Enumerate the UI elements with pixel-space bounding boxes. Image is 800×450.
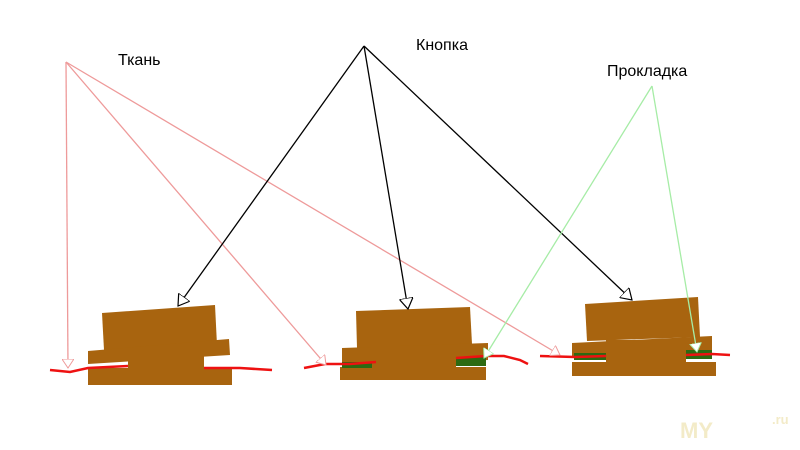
fabric-arrow-2 xyxy=(65,61,326,365)
pad-arrow-1 xyxy=(484,85,653,358)
pad-arrows xyxy=(484,85,697,358)
fabric-line-1 xyxy=(49,364,129,374)
button-arrows xyxy=(178,45,632,309)
watermark-suffix: .ru xyxy=(772,412,789,427)
button-base-1 xyxy=(88,368,232,385)
button-cap-1 xyxy=(102,305,217,350)
fabric-arrow-3 xyxy=(65,61,560,355)
button-stem-3 xyxy=(606,340,686,364)
button-assembly-1 xyxy=(49,305,273,385)
fabric-arrow-1 xyxy=(66,61,68,368)
button-cap-3 xyxy=(585,297,700,341)
button-cap-2 xyxy=(356,307,472,348)
pad-2-right xyxy=(456,357,486,366)
button-label: Кнопка xyxy=(416,37,468,54)
button-stem-2 xyxy=(372,346,456,370)
watermark-logo: MY xyxy=(680,418,713,443)
button-arrow-2 xyxy=(363,45,408,309)
pad-arrow-2 xyxy=(651,85,697,352)
button-base-2 xyxy=(340,367,486,380)
fabric-label: Ткань xyxy=(118,52,161,69)
fabric-line-2 xyxy=(303,360,377,370)
button-stem-1 xyxy=(128,348,204,370)
button-arrow-1 xyxy=(178,45,365,306)
fabric-line-1b xyxy=(204,366,273,372)
pad-label: Прокладка xyxy=(607,63,688,80)
fabric-arrows xyxy=(65,61,560,368)
fabric-line-3 xyxy=(539,354,607,359)
button-base-3 xyxy=(572,362,716,376)
fabric-line-2b xyxy=(455,354,529,366)
button-assembly-3 xyxy=(539,297,731,376)
button-assembly-2 xyxy=(303,307,529,380)
button-arrow-3 xyxy=(363,45,632,300)
pad-2-left xyxy=(342,362,372,368)
fabric-line-3b xyxy=(685,352,731,357)
